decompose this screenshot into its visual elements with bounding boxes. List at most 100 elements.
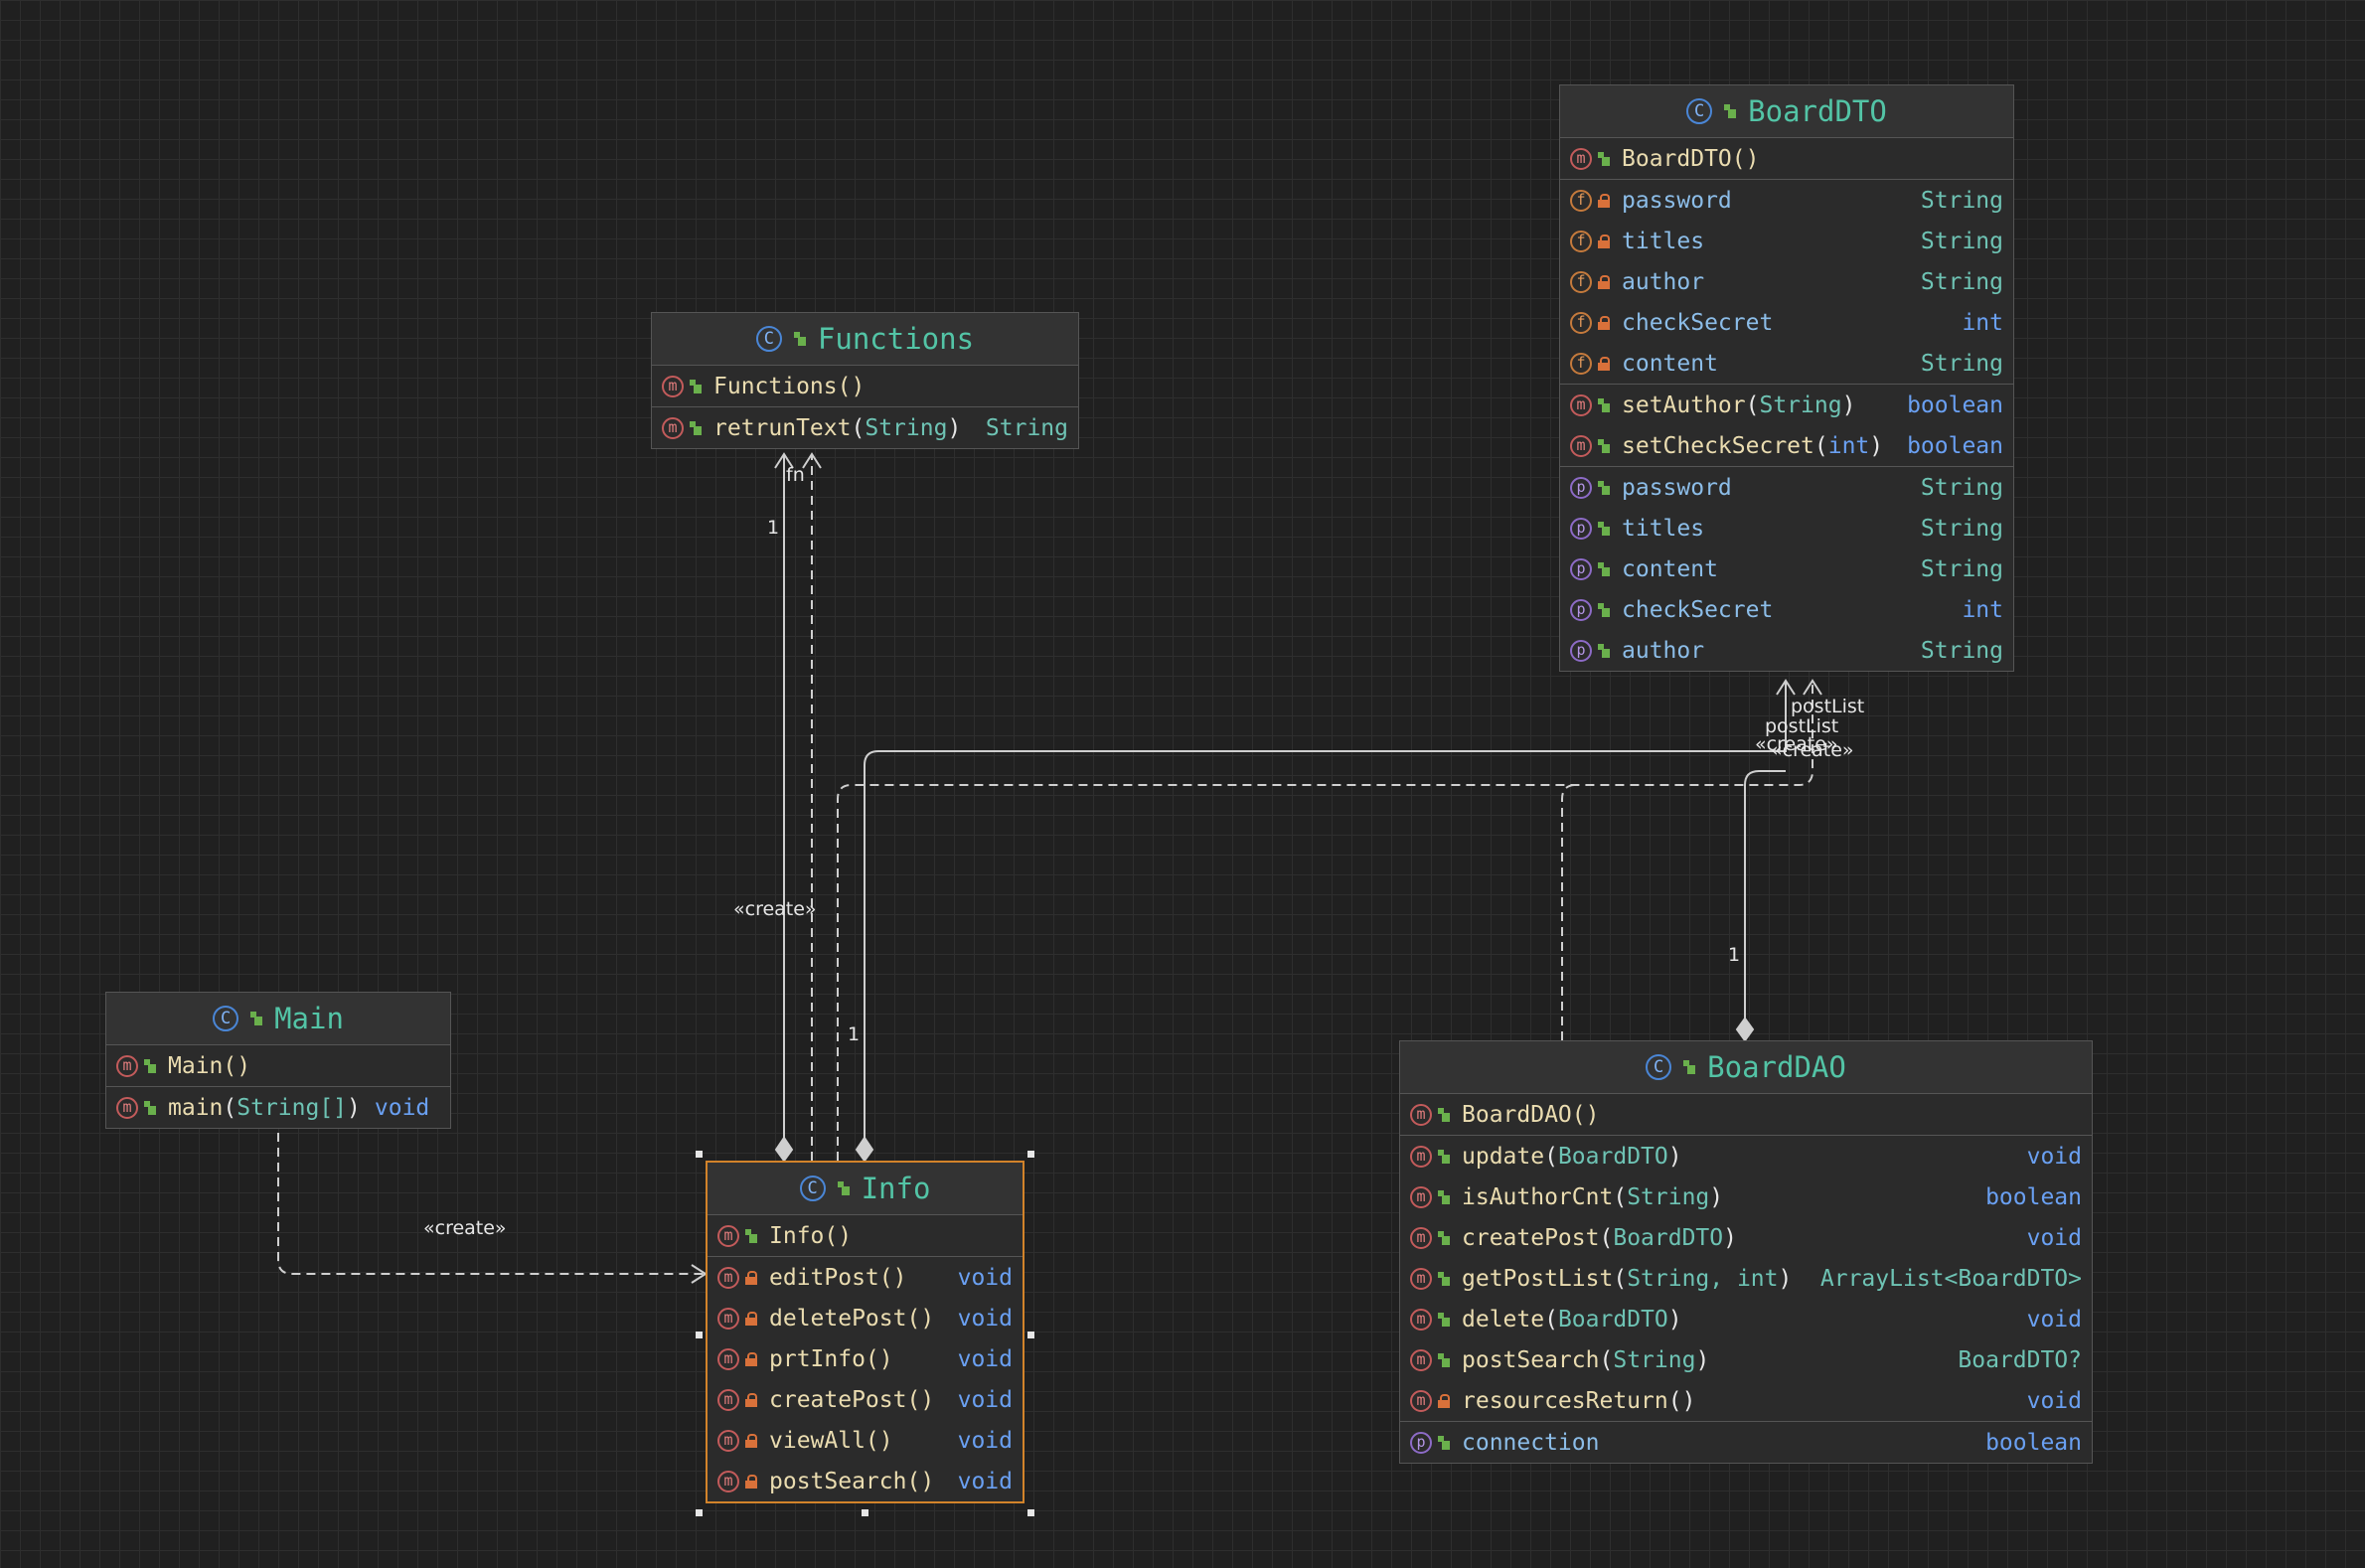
field-type: String [1920,228,2003,254]
method-icon: m [116,1054,138,1077]
method-row[interactable]: m getPostList(String, int) ArrayList<Boa… [1400,1258,2092,1299]
methods-section: m setAuthor(String) boolean m setCheckSe… [1560,385,2013,467]
method-return-type: void [2026,1143,2082,1170]
property-name: connection [1462,1429,1600,1456]
property-icon: p [1570,598,1592,621]
method-row[interactable]: m main(String[]) void [106,1087,450,1128]
method-row[interactable]: m retrunText(String) String [652,407,1078,448]
class-name: BoardDAO [1707,1050,1846,1084]
method-row[interactable]: m viewAll() void [708,1420,1023,1461]
method-icon: m [662,375,684,397]
public-icon [1724,104,1737,118]
method-row[interactable]: m setCheckSecret(int) boolean [1560,425,2013,466]
class-icon: C [799,1176,826,1201]
method-name: retrunText [713,414,852,441]
field-row[interactable]: f content String [1560,343,2013,384]
method-return-type: void [957,1468,1013,1494]
class-name: Info [861,1172,931,1205]
method-name: editPost() [769,1264,907,1291]
resize-handle[interactable] [862,1509,868,1516]
method-icon: m [1570,434,1592,457]
resize-handle[interactable] [696,1332,703,1338]
method-row[interactable]: m createPost() void [708,1379,1023,1420]
constructor-row[interactable]: m Info() [708,1215,1023,1256]
method-name: delete [1462,1306,1545,1333]
method-row[interactable]: m setAuthor(String) boolean [1560,385,2013,425]
method-param: BoardDTO [1557,1306,1668,1333]
constructor-row[interactable]: m Functions() [652,366,1078,406]
field-name: content [1622,350,1718,377]
field-row[interactable]: f author String [1560,261,2013,302]
private-lock-icon [1598,315,1610,330]
method-name: resourcesReturn [1462,1387,1668,1414]
arrowhead-functions-fn [774,452,794,469]
property-row[interactable]: p content String [1560,549,2013,589]
public-icon [1438,1107,1450,1122]
public-icon [250,1012,263,1025]
class-node-functions[interactable]: C Functions m Functions() m retrunText(S… [651,312,1079,449]
public-icon [1438,1189,1450,1204]
property-row[interactable]: p author String [1560,630,2013,671]
method-row[interactable]: m resourcesReturn() void [1400,1380,2092,1421]
method-row[interactable]: m editPost() void [708,1257,1023,1298]
class-node-boarddto[interactable]: C BoardDTO m BoardDTO() f password Strin… [1559,84,2014,672]
field-row[interactable]: f titles String [1560,221,2013,261]
resize-handle[interactable] [1027,1332,1034,1338]
public-icon [690,379,702,393]
resize-handle[interactable] [1027,1151,1034,1158]
method-name: createPost() [769,1386,935,1413]
edge-label-postlist: postList [1765,715,1839,737]
method-row[interactable]: m prtInfo() void [708,1338,1023,1379]
constructor-name: Functions() [713,373,866,399]
property-row[interactable]: p checkSecret int [1560,589,2013,630]
public-icon [1598,151,1610,166]
method-row[interactable]: m createPost(BoardDTO) void [1400,1217,2092,1258]
method-name: update [1462,1143,1545,1170]
resize-handle[interactable] [696,1151,703,1158]
method-name: viewAll() [769,1427,893,1454]
property-row[interactable]: p connection boolean [1400,1422,2092,1463]
method-name: getPostList [1462,1265,1614,1292]
class-node-main[interactable]: C Main m Main() m main(String[]) void [105,992,451,1129]
constructor-name: BoardDAO() [1462,1101,1600,1128]
method-row[interactable]: m postSearch(String) BoardDTO? [1400,1339,2092,1380]
field-row[interactable]: f password String [1560,180,2013,221]
method-icon: m [1570,147,1592,170]
class-node-boarddao[interactable]: C BoardDAO m BoardDAO() m update(BoardDT… [1399,1040,2093,1464]
method-icon: m [717,1429,739,1452]
method-icon: m [1410,1267,1432,1290]
public-icon [793,332,806,346]
method-row[interactable]: m delete(BoardDTO) void [1400,1299,2092,1339]
resize-handle[interactable] [696,1509,703,1516]
method-row[interactable]: m postSearch() void [708,1461,1023,1501]
method-row[interactable]: m update(BoardDTO) void [1400,1136,2092,1176]
resize-handle[interactable] [1027,1509,1034,1516]
constructor-row[interactable]: m BoardDAO() [1400,1094,2092,1135]
class-header: C Info [708,1163,1023,1215]
method-param: String [1613,1346,1696,1373]
diamond-info-functions [774,1136,794,1163]
constructor-row[interactable]: m Main() [106,1045,450,1086]
property-type: String [1920,555,2003,582]
constructor-row[interactable]: m BoardDTO() [1560,138,2013,179]
method-return-type: void [2026,1306,2082,1333]
public-icon [1438,1271,1450,1286]
class-node-info[interactable]: C Info m Info() m editPost() void m dele… [706,1161,1025,1503]
public-icon [144,1100,156,1115]
field-icon: f [1570,311,1592,334]
private-lock-icon [1598,234,1610,248]
field-row[interactable]: f checkSecret int [1560,302,2013,343]
class-name: Main [274,1002,344,1035]
public-icon [837,1181,850,1195]
method-name: postSearch [1462,1346,1600,1373]
property-row[interactable]: p password String [1560,467,2013,508]
private-lock-icon [745,1392,757,1407]
method-return-type: void [957,1305,1013,1332]
method-row[interactable]: m deletePost() void [708,1298,1023,1338]
method-return-type: BoardDTO? [1958,1346,2082,1373]
method-name: createPost [1462,1224,1600,1251]
property-name: content [1622,555,1718,582]
property-row[interactable]: p titles String [1560,508,2013,549]
private-lock-icon [745,1433,757,1448]
method-row[interactable]: m isAuthorCnt(String) boolean [1400,1176,2092,1217]
